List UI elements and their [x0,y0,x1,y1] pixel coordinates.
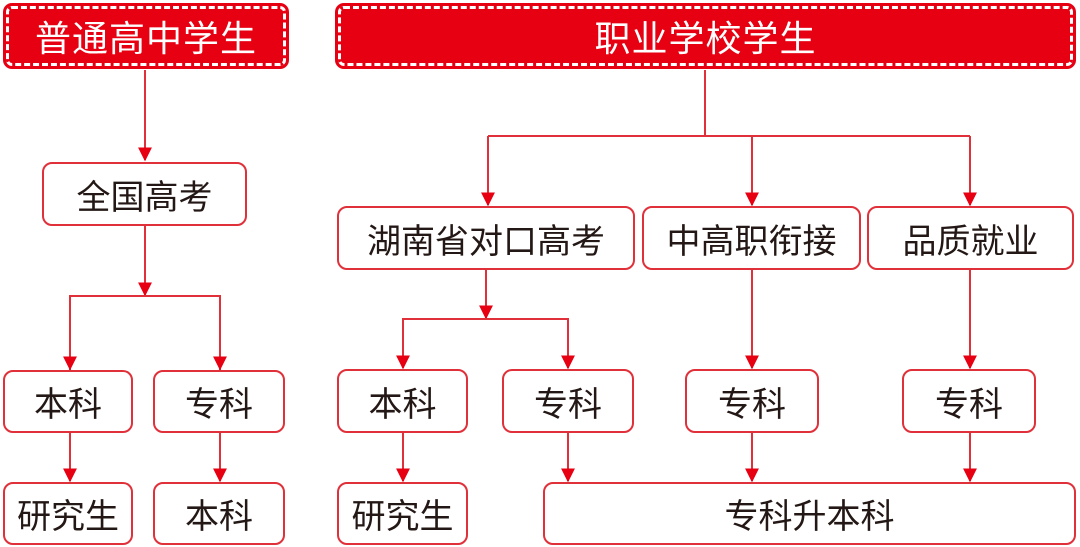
node-vocational-graduate: 研究生 [337,482,468,545]
node-general-associate-to-bachelor: 本科 [153,482,285,545]
header-vocational-school: 职业学校学生 [335,3,1076,69]
node-general-associate: 专科 [153,370,285,433]
node-quality-employment: 品质就业 [867,206,1074,270]
split-hunan [402,318,569,368]
node-hunan-exam: 湖南省对口高考 [337,206,635,270]
header-general-high-school: 普通高中学生 [3,3,289,69]
node-associate-to-bachelor-upgrade: 专科升本科 [543,482,1076,545]
node-general-graduate: 研究生 [3,482,133,545]
node-mid-high-link: 中高职衔接 [642,206,861,270]
split-general [69,295,221,370]
node-vocational-associate-exam: 专科 [502,369,634,433]
node-national-exam: 全国高考 [42,162,247,226]
node-vocational-bachelor: 本科 [337,369,468,433]
node-vocational-associate-employment: 专科 [902,369,1036,433]
node-general-bachelor: 本科 [3,370,133,433]
node-vocational-associate-link: 专科 [685,369,819,433]
